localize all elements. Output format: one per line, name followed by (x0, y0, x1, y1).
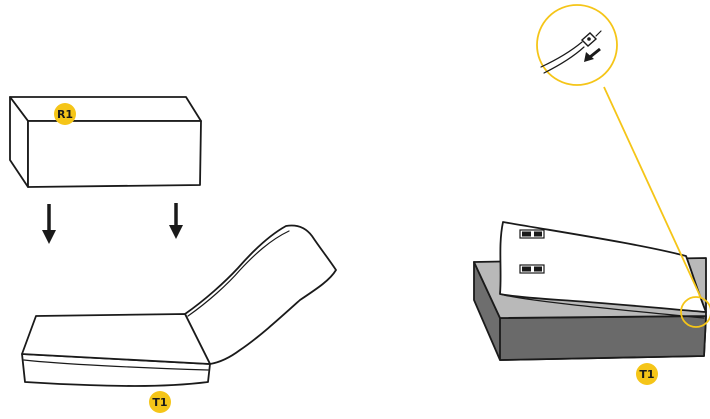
arrow-down-icon (169, 203, 183, 239)
badge-t1-right-circle (636, 363, 658, 385)
badge-t1-right: T1 (636, 363, 658, 385)
right-step: T1 (473, 4, 710, 385)
arrow-down-left-icon (584, 47, 601, 62)
label-tag (519, 264, 545, 274)
zipper-pull-icon (580, 30, 602, 47)
zipper-detail-callout (536, 4, 618, 86)
arrow-down-icon (42, 204, 56, 244)
left-step: R1 T1 (9, 96, 337, 413)
badge-r1-label: R1 (57, 108, 73, 121)
cover-over-base (499, 221, 707, 319)
cover-t1 (21, 224, 337, 387)
detail-leader-line (603, 86, 702, 299)
zipper-highlight-circle (680, 296, 710, 328)
box-r1 (9, 96, 202, 188)
badge-t1-left-circle (149, 391, 171, 413)
badge-r1: R1 (54, 103, 76, 125)
badge-r1-circle (54, 103, 76, 125)
badge-t1-left-label: T1 (152, 396, 167, 409)
label-tag (519, 229, 545, 239)
badge-t1-left: T1 (149, 391, 171, 413)
badge-t1-right-label: T1 (639, 368, 654, 381)
